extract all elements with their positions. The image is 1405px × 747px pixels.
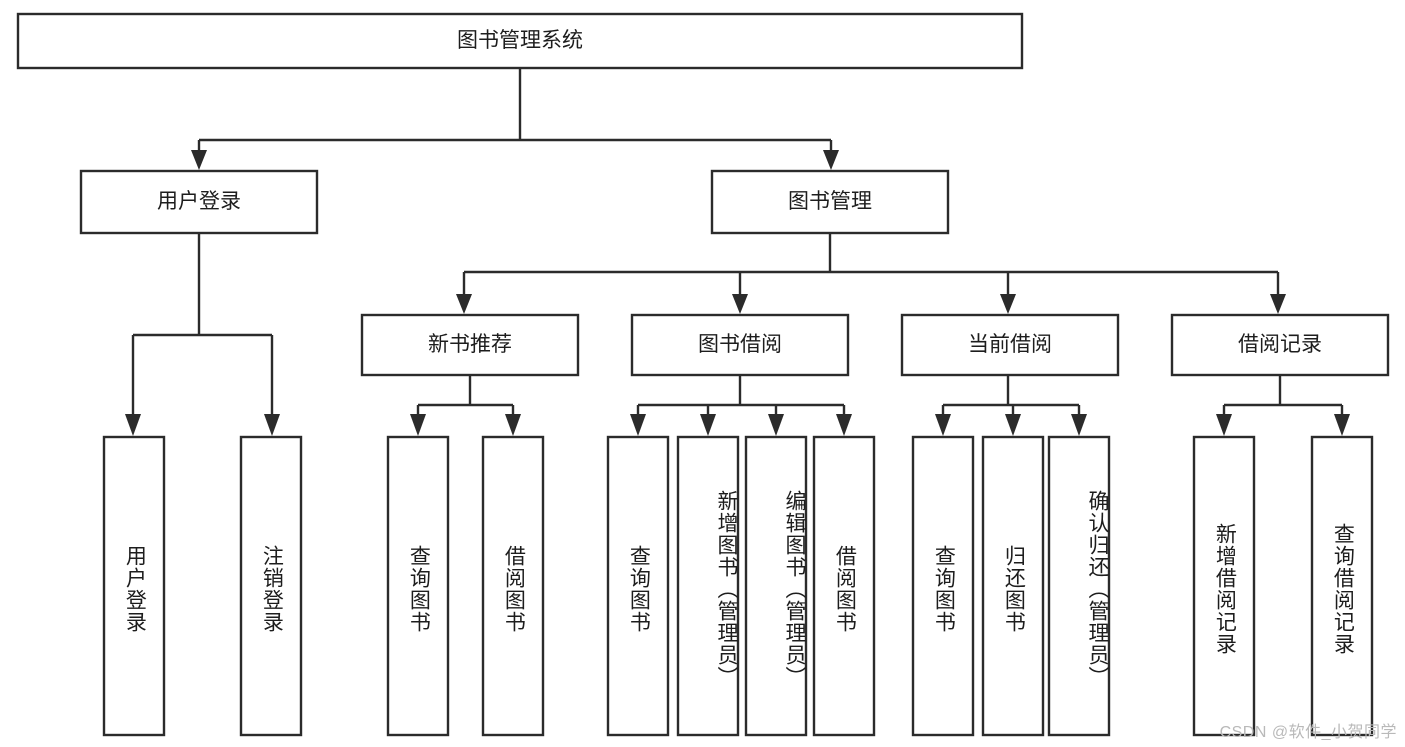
arrow-head-query-borrow-record: [1334, 414, 1350, 436]
connector-new-book-to-leaves: [410, 375, 521, 436]
connector-root-to-level1: [191, 68, 839, 170]
node-box-leaf-query-book-recommend[interactable]: [386, 435, 450, 737]
arrow-head-new-book-recommend: [456, 294, 472, 314]
node-box-leaf-add-borrow-record[interactable]: [1192, 435, 1256, 737]
arrow-head-borrow-book-recommend: [505, 414, 521, 436]
connector-user-login-to-leaves: [125, 233, 280, 436]
node-box-leaf-return-book[interactable]: [981, 435, 1045, 737]
arrow-head-return-book: [1005, 414, 1021, 436]
node-box-leaf-borrow-book[interactable]: [812, 435, 876, 737]
arrow-head-borrow-record: [1270, 294, 1286, 314]
watermark-text: CSDN @软件_小贺同学: [1219, 724, 1397, 741]
node-box-leaf-borrow-book-recommend[interactable]: [481, 435, 545, 737]
node-box-leaf-query-borrow-record[interactable]: [1310, 435, 1374, 737]
arrow-head-leaf-logout: [264, 414, 280, 436]
node-box-leaf-logout[interactable]: [239, 435, 303, 737]
node-box-leaf-confirm-return[interactable]: [1047, 435, 1111, 737]
node-box-book-manage[interactable]: [710, 169, 950, 235]
arrow-head-borrow-book: [836, 414, 852, 436]
node-box-borrow-record[interactable]: [1170, 313, 1390, 377]
node-box-leaf-add-book[interactable]: [676, 435, 740, 737]
arrow-head-edit-book: [768, 414, 784, 436]
arrow-head-book-manage: [823, 150, 839, 170]
arrow-head-query-book-borrow: [630, 414, 646, 436]
node-box-root[interactable]: [16, 12, 1024, 70]
arrow-head-add-borrow-record: [1216, 414, 1232, 436]
arrow-head-book-borrow: [732, 294, 748, 314]
arrow-head-query-book-current: [935, 414, 951, 436]
arrow-head-current-borrow: [1000, 294, 1016, 314]
arrow-head-user-login: [191, 150, 207, 170]
connector-book-borrow-to-leaves: [630, 375, 852, 436]
node-box-leaf-query-book-borrow[interactable]: [606, 435, 670, 737]
connector-book-manage-to-level2: [456, 233, 1286, 314]
arrow-head-query-book-recommend: [410, 414, 426, 436]
connector-borrow-record-to-leaves: [1216, 375, 1350, 436]
node-box-new-book-recommend[interactable]: [360, 313, 580, 377]
node-box-leaf-query-book-current[interactable]: [911, 435, 975, 737]
arrow-head-confirm-return: [1071, 414, 1087, 436]
connector-current-borrow-to-leaves: [935, 375, 1087, 436]
node-box-leaf-edit-book[interactable]: [744, 435, 808, 737]
node-box-user-login[interactable]: [79, 169, 319, 235]
node-box-current-borrow[interactable]: [900, 313, 1120, 377]
node-box-book-borrow[interactable]: [630, 313, 850, 377]
arrow-head-add-book: [700, 414, 716, 436]
node-box-leaf-user-login[interactable]: [102, 435, 166, 737]
arrow-head-leaf-user-login: [125, 414, 141, 436]
